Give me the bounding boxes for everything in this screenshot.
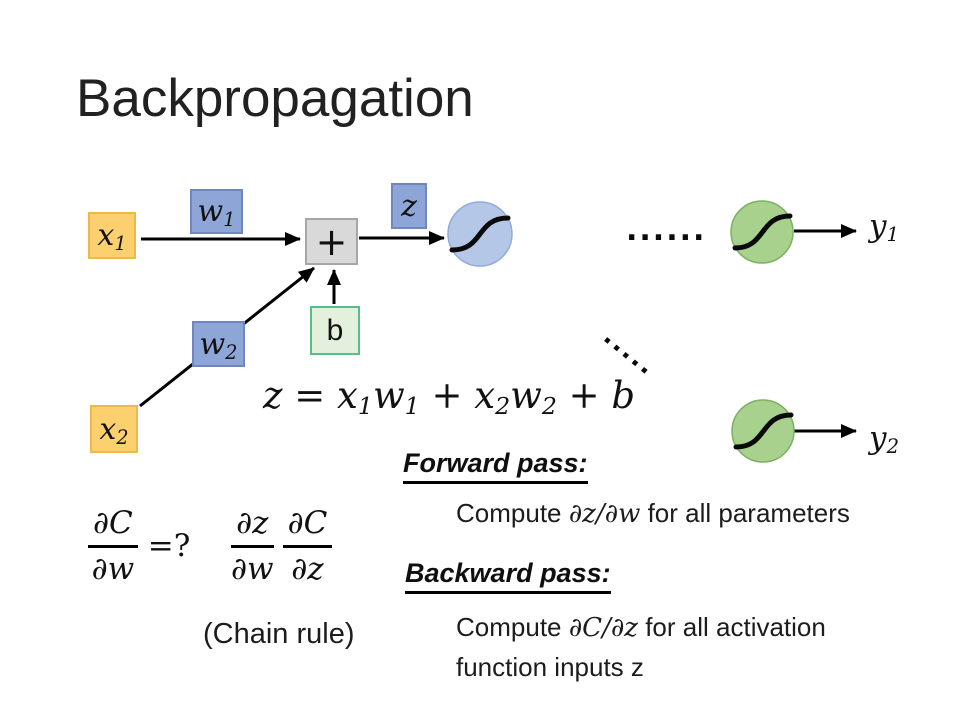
page-title: Backpropagation bbox=[76, 69, 474, 128]
ellipsis-horizontal: ...... bbox=[626, 213, 707, 248]
fraction-product-chain-rule: ∂z ∂w ∂C ∂z bbox=[231, 505, 333, 587]
forward-pass-body: Compute ∂z/∂w for all parameters bbox=[456, 498, 850, 529]
node-sum: + bbox=[305, 218, 358, 265]
backward-pass-body-line1: Compute ∂C/∂z for all activation bbox=[456, 612, 826, 643]
equation-z: z = x1w1 + x2w2 + b bbox=[263, 374, 636, 420]
fraction-dC-dz: ∂C ∂z bbox=[282, 507, 333, 585]
forward-pass-heading: Forward pass: bbox=[403, 448, 588, 484]
node-weight-w1: w1 bbox=[190, 189, 243, 234]
output-label-y2: y2 bbox=[869, 420, 900, 458]
activation-neuron-green-2 bbox=[731, 399, 795, 463]
activation-neuron-blue bbox=[447, 201, 513, 267]
fraction-dz-dw: ∂z ∂w bbox=[231, 505, 274, 587]
output-label-y1: y1 bbox=[869, 208, 900, 246]
node-input-x1: x1 bbox=[88, 212, 136, 259]
chain-rule-caption: (Chain rule) bbox=[203, 618, 355, 650]
node-z: z bbox=[391, 183, 427, 229]
node-bias: b bbox=[310, 306, 360, 355]
node-input-x2: x2 bbox=[90, 405, 138, 453]
fraction-dC-dw-question: ∂C ∂w =? bbox=[88, 507, 190, 585]
sigmoid-curve-icon bbox=[449, 215, 511, 253]
backward-pass-body-line2: function inputs z bbox=[456, 652, 644, 682]
sigmoid-curve-icon bbox=[732, 213, 793, 251]
backward-pass-heading: Backward pass: bbox=[405, 558, 611, 594]
sigmoid-curve-icon bbox=[733, 412, 794, 450]
activation-neuron-green-1 bbox=[730, 200, 794, 264]
equals-question: =? bbox=[147, 528, 191, 565]
node-weight-w2: w2 bbox=[192, 321, 245, 367]
